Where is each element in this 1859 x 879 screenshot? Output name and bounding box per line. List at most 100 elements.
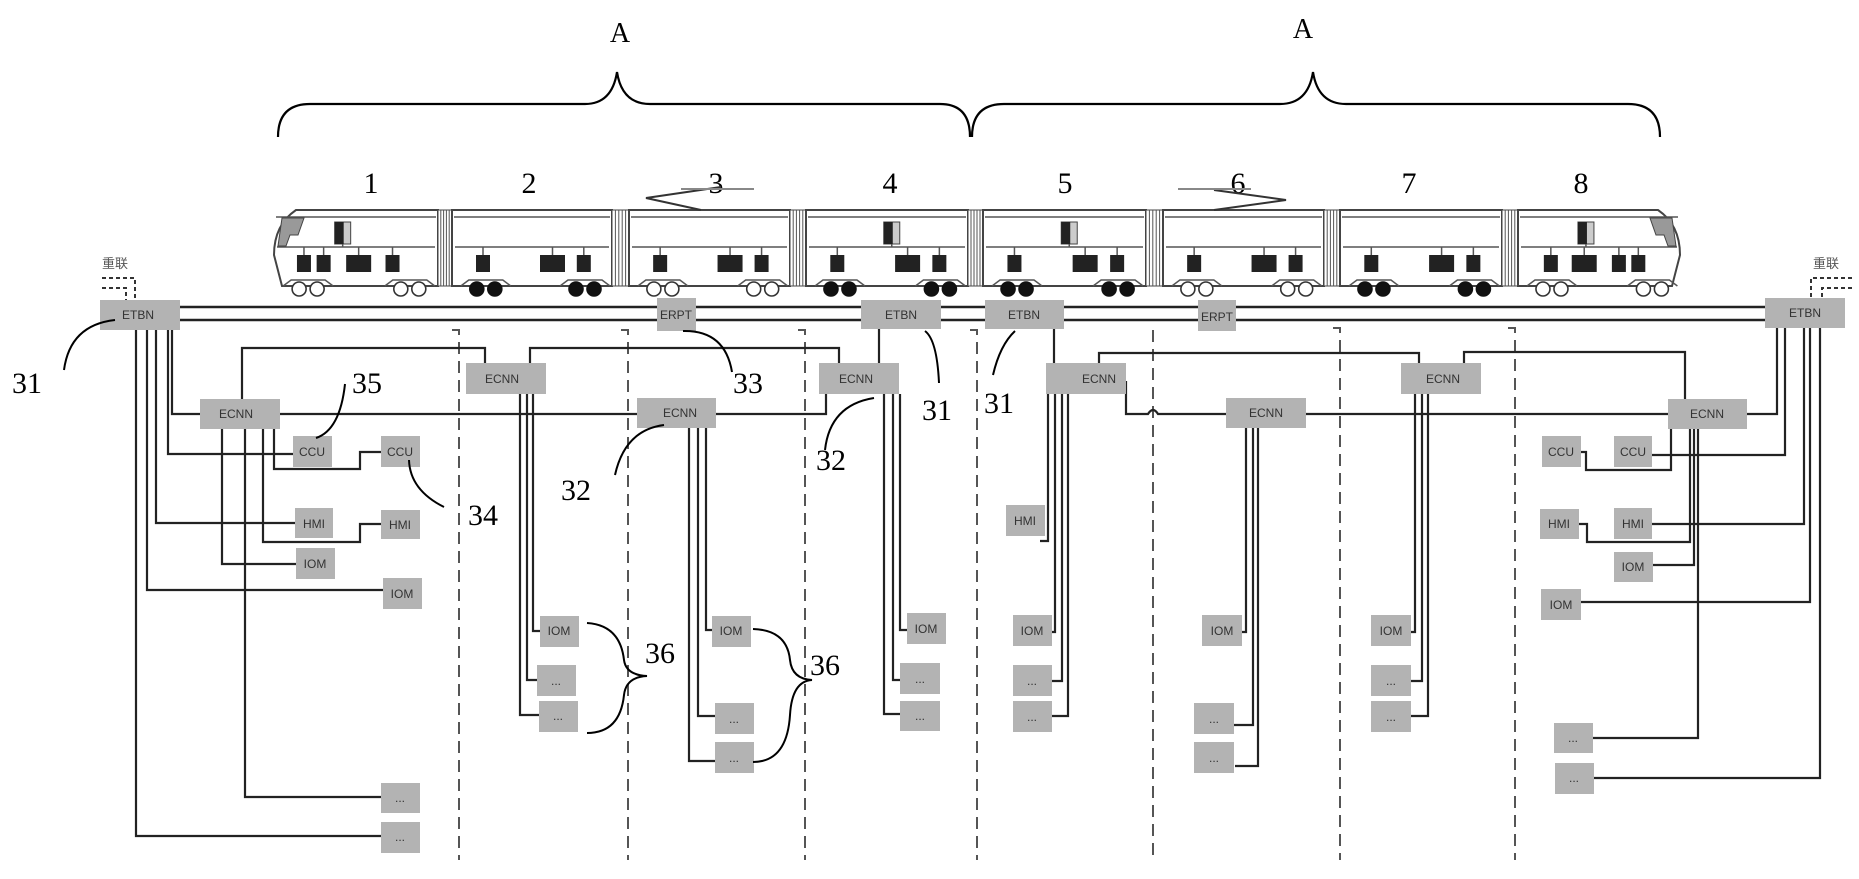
bogie-frame <box>1348 279 1400 287</box>
bogie-frame <box>559 279 611 287</box>
erpt-node[interactable]: ERPT <box>1198 300 1236 331</box>
other-device-node[interactable]: ... <box>715 742 754 773</box>
wheel-icon <box>1635 281 1652 297</box>
ref-numeral-31: 31 <box>922 394 952 427</box>
iom-node[interactable]: IOM <box>296 548 335 579</box>
ref-numeral-31: 31 <box>984 387 1014 420</box>
equipment-box <box>316 255 331 272</box>
node-label: ECNN <box>1690 407 1724 421</box>
etbn-drop <box>154 330 295 525</box>
etbn-node[interactable]: ETBN <box>1765 298 1845 328</box>
ecnn-node[interactable]: ECNN <box>1226 398 1306 428</box>
other-device-node[interactable]: ... <box>1371 701 1411 732</box>
ecnn-ring-link <box>528 346 841 363</box>
ecnn-node[interactable]: ECNN <box>200 399 280 429</box>
bogie-frame <box>1271 279 1323 287</box>
ecnn-node[interactable]: ECNN <box>1046 363 1126 394</box>
other-device-node[interactable]: ... <box>1013 665 1052 696</box>
ecnn-node[interactable]: ECNN <box>1668 399 1747 429</box>
bogie-frame <box>991 279 1043 287</box>
iom-node[interactable]: IOM <box>1614 552 1653 582</box>
hmi-node[interactable]: HMI <box>1540 509 1579 539</box>
ccu-node[interactable]: CCU <box>1542 436 1581 467</box>
other-device-node[interactable]: ... <box>1371 665 1411 696</box>
node-label: CCU <box>1548 445 1574 459</box>
iom-node[interactable]: IOM <box>907 613 946 644</box>
gangway <box>1323 209 1341 287</box>
etbn-drop <box>145 330 383 592</box>
ecnn-node[interactable]: ECNN <box>637 398 716 428</box>
ecnn-node[interactable]: ECNN <box>1401 363 1481 394</box>
other-device-node[interactable]: ... <box>1194 703 1234 734</box>
iom-node[interactable]: IOM <box>383 578 422 609</box>
ecnn-drop <box>1052 394 1057 634</box>
equipment-box <box>932 255 947 272</box>
other-device-node[interactable]: ... <box>537 665 576 696</box>
iom-node[interactable]: IOM <box>1202 615 1242 646</box>
ccu-node[interactable]: CCU <box>293 436 332 467</box>
cab-window <box>1649 217 1677 247</box>
other-device-node[interactable]: ... <box>539 701 578 732</box>
ref-numeral-35: 35 <box>352 367 382 400</box>
leader-line <box>63 319 116 371</box>
other-device-node[interactable]: ... <box>900 701 940 731</box>
iom-node[interactable]: IOM <box>540 616 579 647</box>
etbn-drop <box>1581 328 1812 604</box>
node-label: ECNN <box>219 407 253 421</box>
node-label: IOM <box>1021 624 1044 638</box>
ecnn-drop <box>525 394 537 682</box>
equipment-box <box>1364 255 1379 272</box>
ecnn-drop <box>1040 394 1050 543</box>
equipment-box <box>1429 255 1455 272</box>
iom-node[interactable]: IOM <box>1013 615 1052 646</box>
ref-numeral-36: 36 <box>645 637 675 670</box>
etbn-drop <box>1594 328 1822 780</box>
erpt-node[interactable]: ERPT <box>657 298 696 331</box>
other-device-node[interactable]: ... <box>715 703 754 734</box>
other-device-node[interactable]: ... <box>1555 763 1594 794</box>
iom-node[interactable]: IOM <box>712 616 751 647</box>
equipment-box <box>1187 255 1202 272</box>
iom-node[interactable]: IOM <box>1371 615 1411 646</box>
wheel-icon <box>1535 281 1551 297</box>
wheel-icon <box>468 281 485 297</box>
etbn-node[interactable]: ETBN <box>985 300 1064 329</box>
other-device-node[interactable]: ... <box>1554 723 1593 753</box>
other-device-node[interactable]: ... <box>1013 701 1052 732</box>
node-label: IOM <box>391 587 414 601</box>
etbn-node[interactable]: ETBN <box>100 300 180 330</box>
ecnn-drop <box>518 394 539 717</box>
other-device-node[interactable]: ... <box>381 783 420 813</box>
iom-node[interactable]: IOM <box>1541 589 1581 620</box>
node-label: ... <box>729 751 739 765</box>
wheel-icon <box>1653 281 1670 297</box>
hmi-node[interactable]: HMI <box>1614 508 1652 539</box>
ecnn-drop <box>882 394 900 716</box>
ecnn-drop <box>261 429 381 544</box>
other-device-node[interactable]: ... <box>381 822 420 853</box>
node-label: HMI <box>1622 517 1644 531</box>
equipment-box <box>895 255 921 272</box>
ecnn-drop <box>1411 394 1430 718</box>
ref-numeral-36: 36 <box>810 649 840 682</box>
ecnn-node[interactable]: ECNN <box>466 363 546 394</box>
leader-brace <box>752 628 813 763</box>
hmi-node[interactable]: HMI <box>381 510 420 539</box>
etbn-node[interactable]: ETBN <box>861 300 941 329</box>
node-label: ERPT <box>1201 310 1234 324</box>
wheel-icon <box>763 281 780 297</box>
ref-numeral-33: 33 <box>733 367 763 400</box>
hmi-node[interactable]: HMI <box>295 508 333 538</box>
ecnn-ring-link <box>1124 381 1226 416</box>
ccu-node[interactable]: CCU <box>381 436 420 467</box>
ccu-node[interactable]: CCU <box>1614 436 1652 467</box>
other-device-node[interactable]: ... <box>900 663 940 694</box>
car-number: 3 <box>709 167 724 200</box>
node-label: ... <box>1027 710 1037 724</box>
other-device-node[interactable]: ... <box>1194 742 1234 773</box>
ecnn-node[interactable]: ECNN <box>819 363 899 394</box>
train-illustration <box>272 186 1682 297</box>
network-nodes: ETBN ETBN ETBN ETBN ERPT ERPT ECNN ECNN … <box>100 298 1845 853</box>
node-label: ... <box>1386 674 1396 688</box>
hmi-node[interactable]: HMI <box>1006 505 1045 536</box>
